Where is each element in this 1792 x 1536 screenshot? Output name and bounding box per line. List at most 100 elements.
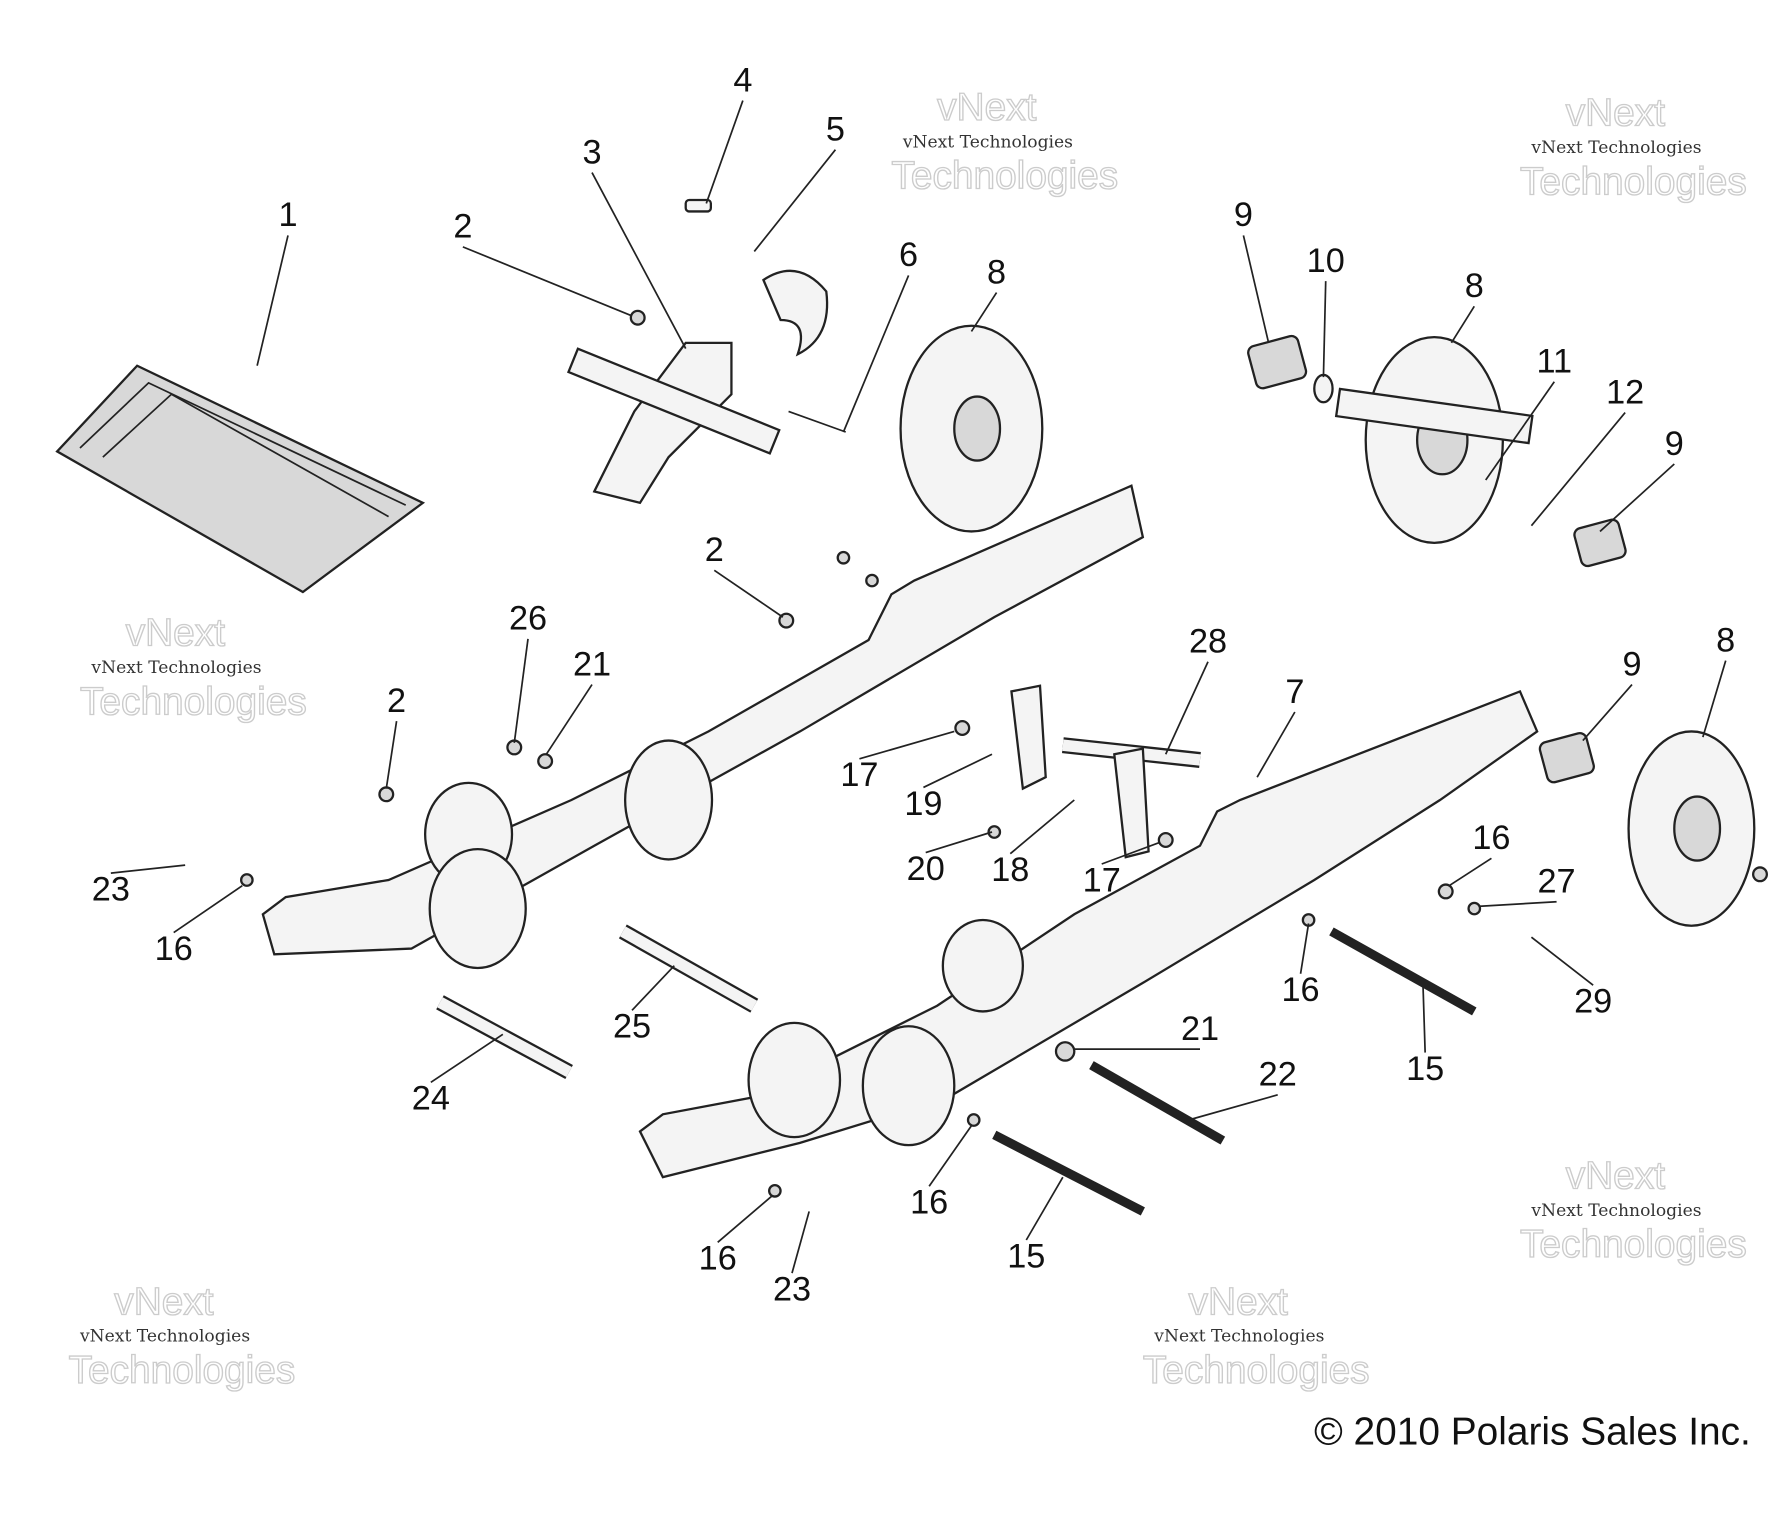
svg-text:vNext Technologies: vNext Technologies [1530, 1201, 1701, 1221]
callout-2[interactable]: 2 [705, 531, 724, 569]
leader-line [1322, 281, 1327, 378]
svg-text:vNext: vNext [1566, 92, 1665, 135]
leader-line [1582, 684, 1633, 742]
leader-line [1448, 857, 1492, 887]
svg-text:vNext Technologies: vNext Technologies [79, 1327, 250, 1347]
leader-line [1702, 660, 1727, 738]
leader-line [110, 864, 186, 874]
leader-line [591, 172, 687, 349]
callout-17[interactable]: 17 [840, 756, 878, 794]
callout-26[interactable]: 26 [509, 600, 547, 638]
leader-line [256, 235, 289, 366]
callout-23[interactable]: 23 [92, 870, 130, 908]
svg-text:Technologies: Technologies [1520, 1223, 1747, 1266]
callout-17[interactable]: 17 [1083, 861, 1121, 899]
callout-9[interactable]: 9 [1665, 425, 1684, 463]
leader-line [1530, 412, 1626, 527]
callout-16[interactable]: 16 [910, 1184, 948, 1222]
callout-11[interactable]: 11 [1536, 342, 1572, 380]
callout-23[interactable]: 23 [773, 1270, 811, 1308]
callout-1[interactable]: 1 [278, 196, 297, 234]
svg-text:vNext: vNext [1189, 1280, 1288, 1323]
leader-line [928, 1125, 973, 1187]
leader-line [1299, 923, 1310, 974]
leader-line [713, 569, 784, 618]
callout-3[interactable]: 3 [582, 133, 601, 171]
parts-drawing [55, 198, 1768, 1216]
callout-7[interactable]: 7 [1285, 673, 1304, 711]
svg-text:vNext: vNext [937, 86, 1036, 129]
callout-9[interactable]: 9 [1622, 645, 1641, 683]
leader-line [717, 1194, 774, 1243]
leader-line [545, 684, 593, 755]
leader-line [462, 246, 632, 317]
callout-20[interactable]: 20 [907, 850, 945, 888]
callout-29[interactable]: 29 [1574, 982, 1612, 1020]
callout-15[interactable]: 15 [1406, 1050, 1444, 1088]
callout-22[interactable]: 22 [1259, 1056, 1297, 1094]
leader-line [970, 292, 998, 332]
callout-16[interactable]: 16 [1282, 971, 1320, 1009]
callout-19[interactable]: 19 [904, 785, 942, 823]
leader-line [1599, 463, 1675, 533]
callout-5[interactable]: 5 [826, 110, 845, 148]
callout-27[interactable]: 27 [1538, 862, 1576, 900]
callout-9[interactable]: 9 [1234, 196, 1253, 234]
leader-line [791, 1211, 810, 1274]
svg-text:Technologies: Technologies [1520, 160, 1747, 203]
leader-line [1450, 305, 1476, 344]
leader-line [430, 1033, 504, 1083]
callout-16[interactable]: 16 [1472, 819, 1510, 857]
callout-10[interactable]: 10 [1307, 242, 1345, 280]
leader-line [385, 721, 398, 789]
leader-line [513, 638, 529, 743]
callout-8[interactable]: 8 [1465, 267, 1484, 305]
callout-12[interactable]: 12 [1606, 373, 1644, 411]
callout-16[interactable]: 16 [699, 1240, 737, 1278]
bracket-part [762, 269, 829, 357]
svg-text:vNext Technologies: vNext Technologies [1153, 1327, 1324, 1347]
svg-text:Technologies: Technologies [69, 1349, 296, 1392]
leader-line [842, 275, 910, 433]
leader-line [1479, 900, 1557, 908]
callout-21[interactable]: 21 [1181, 1010, 1219, 1048]
svg-text:vNext Technologies: vNext Technologies [1530, 138, 1701, 158]
leader-line [1530, 936, 1594, 986]
leader-line [1485, 381, 1555, 481]
leader-line [1242, 235, 1270, 344]
leader-line [925, 831, 993, 854]
callout-4[interactable]: 4 [733, 61, 752, 99]
callout-8[interactable]: 8 [1716, 621, 1735, 659]
svg-text:Technologies: Technologies [1143, 1349, 1370, 1392]
callout-28[interactable]: 28 [1189, 622, 1227, 660]
callout-24[interactable]: 24 [412, 1080, 450, 1118]
callout-2[interactable]: 2 [387, 682, 406, 720]
leader-line [923, 753, 993, 789]
svg-text:vNext Technologies: vNext Technologies [90, 658, 261, 678]
callout-18[interactable]: 18 [991, 851, 1029, 889]
track-part [55, 364, 426, 594]
leader-line [1101, 841, 1161, 865]
callout-15[interactable]: 15 [1007, 1237, 1045, 1275]
leader-line [1009, 799, 1075, 855]
leader-lines [110, 100, 1727, 1274]
callout-2[interactable]: 2 [453, 208, 472, 246]
leader-line [1025, 1176, 1064, 1241]
leader-line [1256, 711, 1296, 778]
callout-25[interactable]: 25 [613, 1008, 651, 1046]
leader-line [753, 149, 837, 252]
callout-16[interactable]: 16 [155, 930, 193, 968]
callout-6[interactable]: 6 [899, 236, 918, 274]
leader-line [1422, 980, 1426, 1053]
callout-8[interactable]: 8 [987, 253, 1006, 291]
callout-21[interactable]: 21 [573, 645, 611, 683]
